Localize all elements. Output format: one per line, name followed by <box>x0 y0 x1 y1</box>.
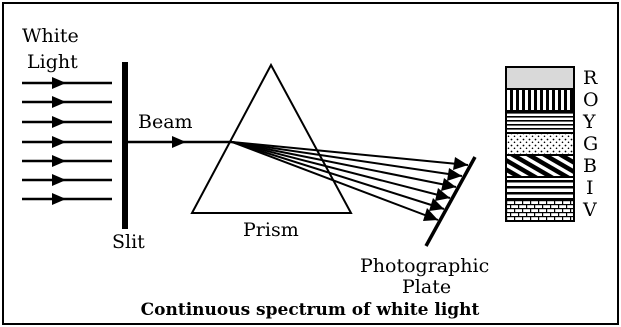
light-label: Light <box>27 51 78 73</box>
band-letter-o: O <box>583 89 599 111</box>
arrowhead-3 <box>52 116 66 128</box>
spectrum-column <box>505 66 575 222</box>
dispersed-ray-6 <box>231 141 439 221</box>
arrowhead-2 <box>52 96 66 108</box>
dispersed-arrowhead-6 <box>423 208 438 221</box>
dispersed-ray-1 <box>231 141 469 166</box>
dispersed-arrowhead-4 <box>435 188 450 201</box>
dispersed-arrowhead-2 <box>447 168 462 181</box>
dispersed-arrowhead-1 <box>453 157 468 170</box>
band-b <box>505 154 575 178</box>
beam-arrowhead <box>172 136 186 148</box>
dispersed-rays <box>231 141 469 221</box>
white-label: White <box>22 25 79 47</box>
arrowhead-5 <box>52 155 66 167</box>
spectrum-letters: R O Y G B I V <box>582 67 599 221</box>
prism <box>190 62 353 214</box>
band-letter-b: B <box>583 155 597 177</box>
dispersed-ray-3 <box>231 141 457 188</box>
band-letter-g: G <box>583 133 598 155</box>
dispersed-ray-arrowheads <box>423 157 468 221</box>
incoming-ray-arrowheads <box>52 77 66 205</box>
band-v <box>505 198 575 222</box>
dispersed-arrowhead-3 <box>441 178 456 191</box>
figure-caption: Continuous spectrum of white light <box>141 300 480 320</box>
arrowhead-4 <box>52 136 66 148</box>
band-letter-y: Y <box>582 111 596 133</box>
band-o <box>505 88 575 112</box>
band-letter-i: I <box>586 177 594 199</box>
beam-label: Beam <box>138 111 193 133</box>
dispersed-ray-2 <box>231 141 463 177</box>
plate-label: Plate <box>402 276 451 298</box>
band-g <box>505 132 575 156</box>
band-r <box>505 66 575 90</box>
arrowhead-6 <box>52 174 66 186</box>
band-letter-r: R <box>583 67 598 89</box>
band-letter-v: V <box>582 199 597 221</box>
photographic-plate <box>424 156 477 247</box>
dispersed-ray-5 <box>231 141 445 210</box>
band-i <box>505 176 575 200</box>
band-y <box>505 110 575 134</box>
dispersed-arrowhead-5 <box>429 198 444 211</box>
prism-label: Prism <box>243 219 299 241</box>
incoming-rays <box>22 81 112 201</box>
slit <box>122 62 128 229</box>
arrowhead-1 <box>52 77 66 89</box>
dispersed-ray-4 <box>231 141 451 199</box>
photographic-label: Photographic <box>360 255 489 277</box>
arrowhead-7 <box>52 193 66 205</box>
slit-label: Slit <box>112 231 145 253</box>
